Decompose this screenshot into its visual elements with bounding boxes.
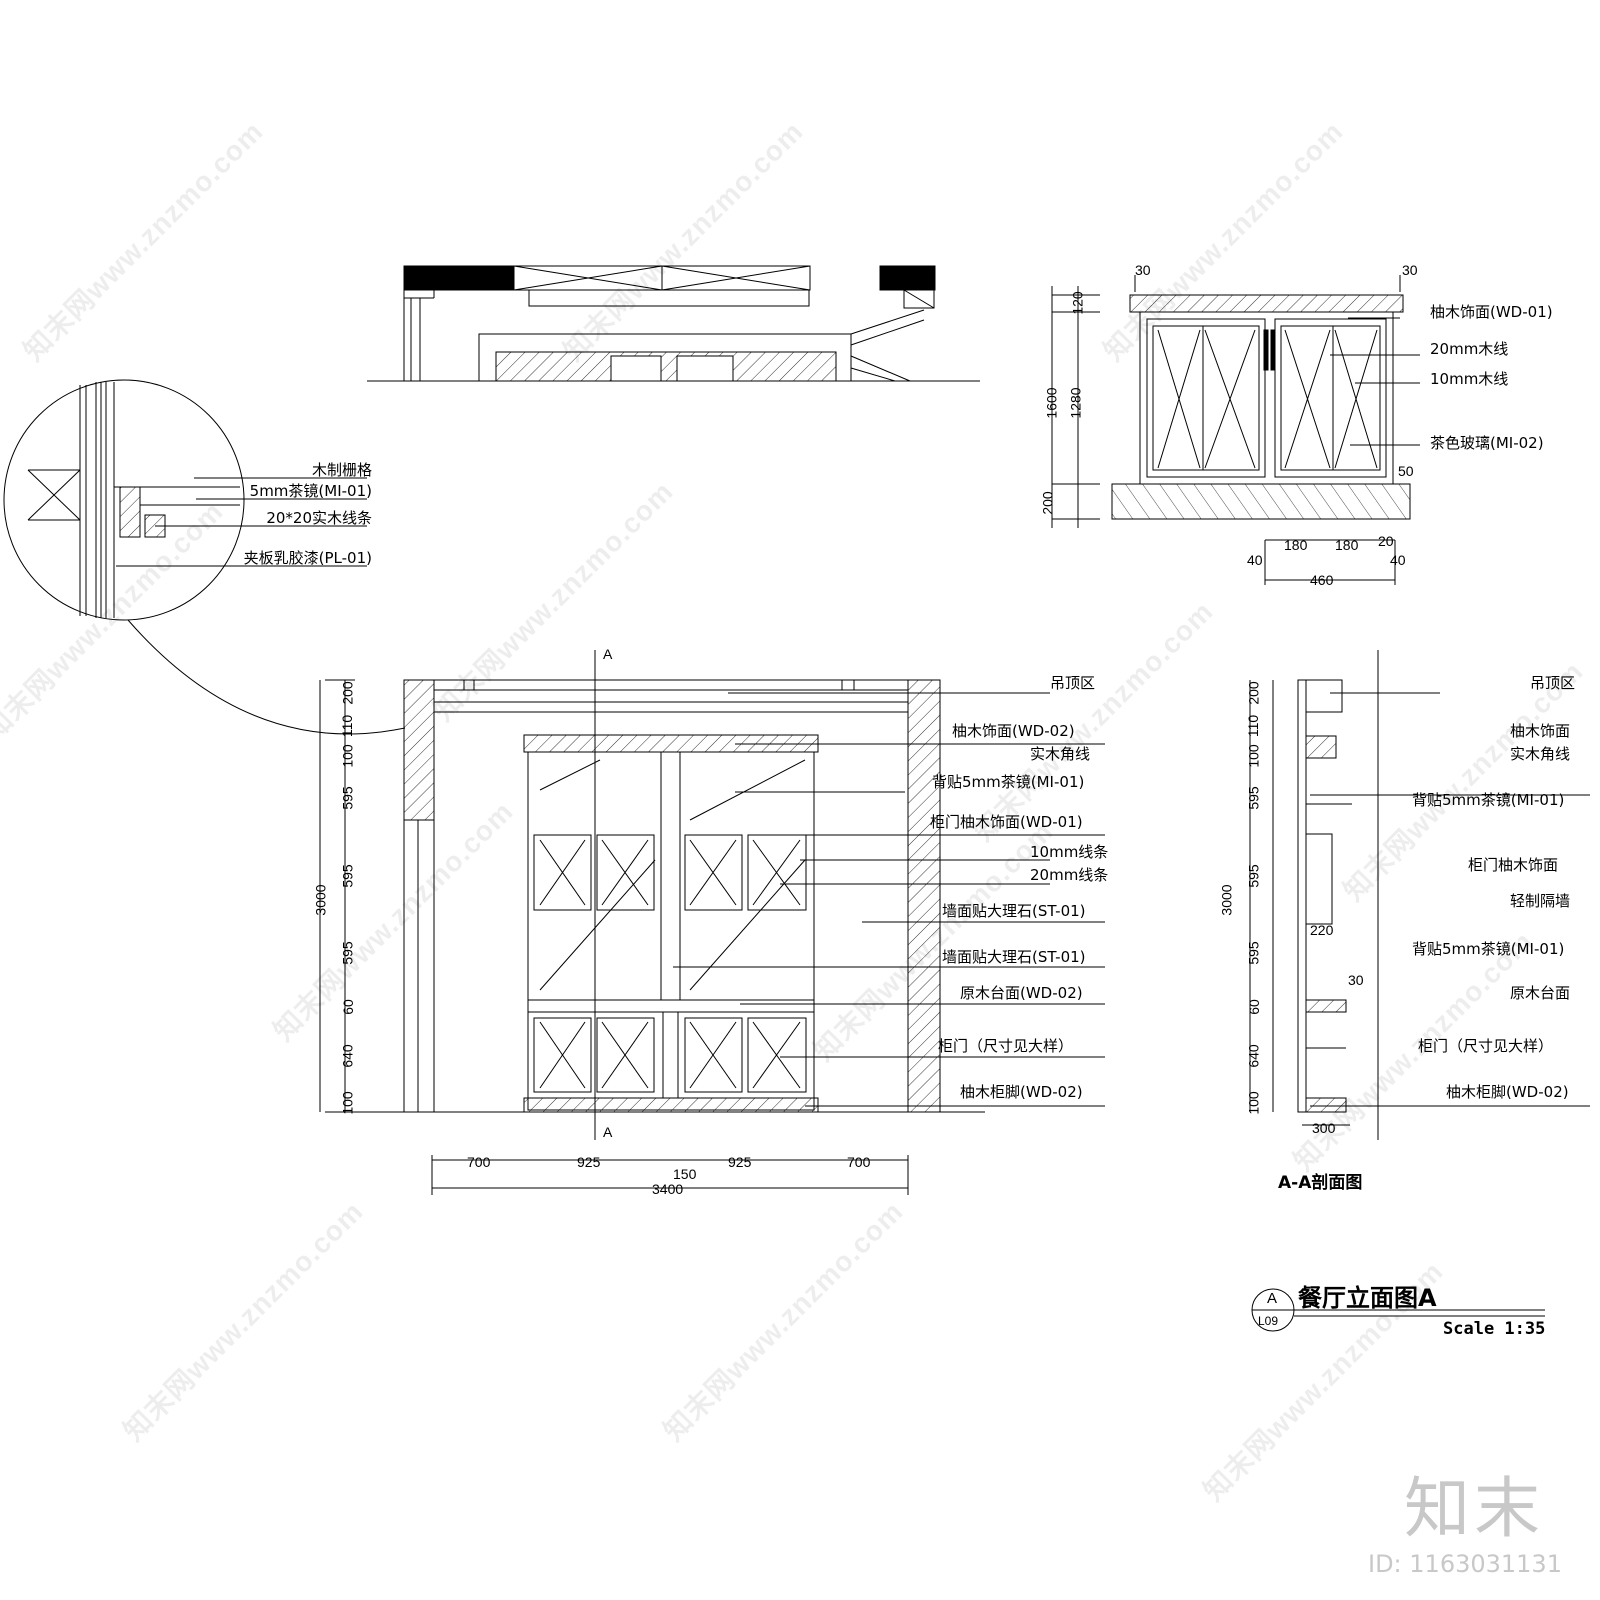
cab-dim-bottom-1: 40 — [1247, 552, 1263, 568]
plan-view — [367, 265, 980, 382]
main-dim-bottom-3: 150 — [673, 1166, 697, 1182]
main-label-12: 柚木柜脚(WD-02) — [960, 1083, 1083, 1101]
drawing-title: 餐厅立面图A — [1298, 1284, 1437, 1312]
main-dim-bottom-4: 925 — [728, 1154, 752, 1170]
main-dim-bottom-6: 3400 — [652, 1181, 684, 1197]
section-dim-left-9: 100 — [1245, 1091, 1262, 1115]
main-label-6: 10mm线条 — [1030, 843, 1109, 861]
cab-dim-bottom-5: 40 — [1390, 552, 1406, 568]
main-label-10: 原木台面(WD-02) — [960, 984, 1083, 1002]
bubble-label-1: 木制栅格 — [311, 461, 372, 479]
main-dim-left-9: 100 — [339, 1091, 356, 1115]
main-dim-left-2: 110 — [339, 714, 356, 738]
main-dim-left-8: 640 — [339, 1044, 356, 1068]
section-title: A-A剖面图 — [1278, 1173, 1363, 1193]
section-label-6: 轻制隔墙 — [1510, 892, 1571, 910]
bubble-label-4: 夹板乳胶漆(PL-01) — [243, 549, 372, 567]
cabinet-label-3: 10mm木线 — [1430, 370, 1509, 388]
cabinet-label-1: 柚木饰面(WD-01) — [1430, 303, 1553, 321]
cab-dim-left-4: 200 — [1039, 491, 1056, 515]
main-label-8: 墙面贴大理石(ST-01) — [942, 902, 1086, 920]
section-label-3: 实木角线 — [1510, 745, 1571, 763]
cab-dim-top-2: 30 — [1402, 262, 1418, 278]
section-dim-inner-1: 220 — [1310, 922, 1334, 938]
title-block — [1251, 1288, 1545, 1332]
section-dim-left-6: 595 — [1245, 941, 1262, 965]
cab-dim-bottom-4: 20 — [1378, 533, 1394, 549]
section-label-8: 原木台面 — [1510, 984, 1571, 1002]
section-label-2: 柚木饰面 — [1510, 722, 1571, 740]
section-label-5: 柜门柚木饰面 — [1468, 856, 1559, 874]
cabinet-detail — [1051, 275, 1420, 585]
cab-dim-bottom-3: 180 — [1335, 537, 1359, 553]
main-label-5: 柜门柚木饰面(WD-01) — [930, 813, 1083, 831]
section-dim-left-3: 100 — [1245, 744, 1262, 768]
cut-mark-top: A — [603, 646, 613, 662]
main-dim-left-10: 3000 — [312, 884, 329, 916]
main-dim-left-5: 595 — [339, 864, 356, 888]
cab-dim-left-1: 120 — [1069, 291, 1086, 315]
section-label-7: 背贴5mm茶镜(MI-01) — [1412, 940, 1565, 958]
section-dim-left-8: 640 — [1245, 1044, 1262, 1068]
section-aa — [1249, 650, 1590, 1140]
main-label-3: 实木角线 — [1030, 745, 1091, 763]
main-dim-bottom-2: 925 — [577, 1154, 601, 1170]
main-label-4: 背贴5mm茶镜(MI-01) — [932, 773, 1085, 791]
detail-bubble — [3, 379, 406, 735]
main-label-7: 20mm线条 — [1030, 866, 1109, 884]
section-dim-left-4: 595 — [1245, 786, 1262, 810]
cab-dim-right: 50 — [1398, 463, 1414, 479]
main-elevation — [319, 650, 1105, 1195]
section-dim-left-5: 595 — [1245, 864, 1262, 888]
section-label-9: 柜门（尺寸见大样） — [1418, 1037, 1554, 1055]
main-dim-left-3: 100 — [339, 744, 356, 768]
main-label-2: 柚木饰面(WD-02) — [952, 722, 1075, 740]
section-dim-left-2: 110 — [1245, 714, 1262, 738]
title-symbol-top: A — [1267, 1290, 1278, 1307]
section-label-1: 吊顶区 — [1530, 674, 1576, 692]
cab-dim-bottom-2: 180 — [1284, 537, 1308, 553]
section-label-4: 背贴5mm茶镜(MI-01) — [1412, 791, 1565, 809]
main-dim-bottom-1: 700 — [467, 1154, 491, 1170]
main-label-9: 墙面贴大理石(ST-01) — [942, 948, 1086, 966]
cab-dim-left-2: 1280 — [1067, 387, 1084, 419]
main-dim-left-4: 595 — [339, 786, 356, 810]
main-dim-left-7: 60 — [339, 999, 356, 1015]
cab-dim-left-3: 1600 — [1043, 387, 1060, 419]
cabinet-label-4: 茶色玻璃(MI-02) — [1430, 434, 1544, 452]
cut-mark-bottom: A — [603, 1124, 613, 1140]
image-id: ID: 1163031131 — [1368, 1550, 1562, 1578]
main-dim-left-1: 200 — [339, 681, 356, 705]
section-dim-left-1: 200 — [1245, 681, 1262, 705]
cabinet-label-2: 20mm木线 — [1430, 340, 1509, 358]
bubble-label-3: 20*20实木线条 — [266, 509, 372, 527]
main-label-1: 吊顶区 — [1050, 674, 1096, 692]
brand-logo: 知末 — [1404, 1470, 1544, 1547]
main-dim-bottom-5: 700 — [847, 1154, 871, 1170]
main-label-11: 柜门（尺寸见大样） — [938, 1037, 1074, 1055]
title-symbol-bottom: L09 — [1258, 1314, 1279, 1328]
section-dim-inner-2: 30 — [1348, 972, 1364, 988]
section-dim-left-7: 60 — [1245, 999, 1262, 1015]
section-label-10: 柚木柜脚(WD-02) — [1446, 1083, 1569, 1101]
cab-dim-bottom-6: 460 — [1310, 572, 1334, 588]
cab-dim-top-1: 30 — [1135, 262, 1151, 278]
drawing-scale: Scale 1:35 — [1443, 1319, 1546, 1339]
bubble-label-2: 5mm茶镜(MI-01) — [249, 482, 372, 500]
section-dim-bottom: 300 — [1312, 1120, 1336, 1136]
section-dim-left-10: 3000 — [1218, 884, 1235, 916]
